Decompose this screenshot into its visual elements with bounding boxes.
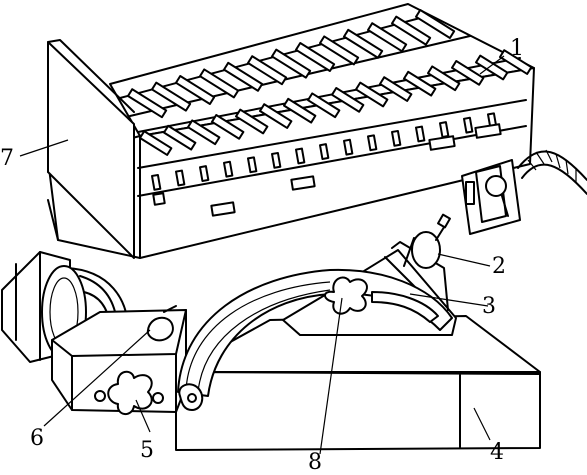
- cooling-slot: [295, 42, 336, 72]
- cooling-slot: [175, 169, 186, 187]
- cooling-slot: [150, 81, 192, 112]
- callout-7: 7: [0, 146, 14, 171]
- cooling-slot: [295, 147, 306, 165]
- arc-knob: [324, 276, 368, 315]
- slot-row-a: [127, 9, 456, 119]
- slot-row-b: [139, 49, 533, 156]
- cooling-slot: [367, 22, 408, 53]
- cooling-slot: [307, 92, 341, 119]
- cooling-slot: [343, 28, 384, 59]
- callout-3: 3: [482, 294, 496, 319]
- cooling-slot: [427, 65, 461, 92]
- cooling-slot: [415, 125, 426, 143]
- cooling-slot: [175, 75, 216, 105]
- cooling-slot: [235, 108, 269, 135]
- callout-2: 2: [492, 254, 506, 279]
- slot-row-c: [151, 112, 498, 191]
- clamp-knob: [107, 370, 153, 415]
- cooling-slot: [223, 61, 264, 92]
- cooling-slot: [319, 35, 360, 66]
- cooling-slot: [223, 160, 234, 178]
- cooling-slot: [367, 134, 378, 152]
- cooling-slot: [270, 48, 312, 79]
- switch-box: [461, 149, 587, 235]
- cooling-slot: [319, 143, 330, 160]
- cooling-slot: [415, 9, 456, 39]
- cooling-slot: [199, 165, 210, 182]
- adjuster: [403, 213, 451, 269]
- arc-guide: [177, 268, 453, 411]
- cooling-slot: [186, 119, 221, 146]
- callout-5: 5: [140, 438, 154, 463]
- cooling-slot: [163, 124, 197, 151]
- leader-lines: [19, 55, 505, 455]
- callout-6: 6: [30, 426, 44, 451]
- cooling-slot: [343, 138, 354, 156]
- cooling-slot: [151, 173, 162, 191]
- cooling-slot: [391, 15, 432, 46]
- cooling-slot: [451, 60, 485, 86]
- motor-body: [47, 3, 535, 259]
- cooling-slot: [247, 156, 258, 174]
- cooling-slot: [499, 49, 533, 75]
- cooling-slot: [355, 81, 389, 108]
- cooling-slot: [199, 68, 240, 99]
- cooling-slot: [271, 151, 282, 169]
- cooling-slot: [246, 55, 288, 86]
- cooling-slot: [127, 88, 168, 119]
- cooling-slot: [331, 87, 365, 113]
- cooling-slot: [379, 76, 413, 102]
- clamp-block: [51, 305, 187, 415]
- cooling-slot: [283, 97, 317, 124]
- callout-1: 1: [510, 36, 524, 61]
- cooling-slot: [403, 70, 437, 97]
- cooling-slot: [463, 116, 474, 134]
- callout-4: 4: [490, 440, 504, 465]
- cooling-slot: [391, 129, 402, 147]
- cooling-slot: [139, 130, 173, 156]
- cooling-slot: [211, 114, 245, 140]
- callout-8: 8: [308, 450, 322, 475]
- cooling-slot: [439, 121, 450, 138]
- cooling-slot: [259, 103, 293, 129]
